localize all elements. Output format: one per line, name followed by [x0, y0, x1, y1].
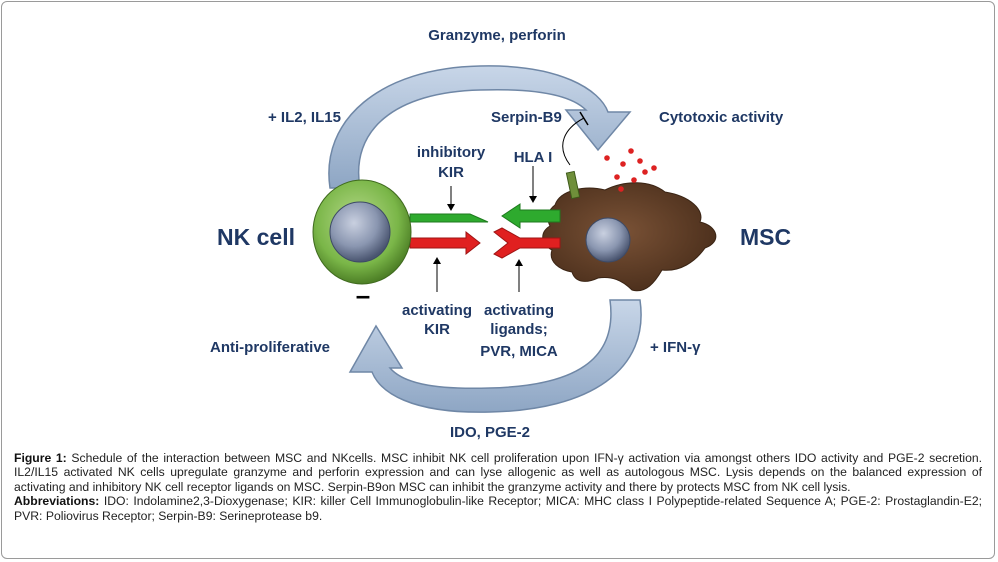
abbreviations-paragraph: Abbreviations: IDO: Indolamine2,3-Dioxyg… [14, 494, 982, 523]
nk-cell-label: NK cell [217, 224, 295, 250]
pointer-inhibitory-head [447, 204, 455, 211]
bottom-cycle-arrow [348, 299, 642, 413]
activating-ligands-label-3: PVR, MICA [480, 343, 558, 360]
ido-pge2-label: IDO, PGE-2 [450, 424, 530, 441]
figure-caption: Figure 1: Schedule of the interaction be… [14, 451, 982, 523]
ifn-gamma-label: + IFN-γ [650, 339, 701, 356]
interaction-diagram: NK cell MSC Granzyme, perforin + IL2, IL… [210, 27, 791, 441]
serpin-inhibition-line [562, 117, 585, 166]
minus-sign: – [356, 280, 370, 310]
inhibitory-kir-label-1: inhibitory [417, 144, 486, 161]
inhibitory-kir-label-2: KIR [438, 164, 464, 181]
hla-ligand [501, 203, 561, 229]
serpin-b9-label: Serpin-B9 [491, 109, 562, 126]
granzyme-perforin-label: Granzyme, perforin [428, 27, 566, 44]
msc-nucleus [585, 217, 631, 263]
hla-i-label: HLA I [514, 149, 553, 166]
nk-nucleus [329, 201, 391, 263]
activating-ligands-label-2: ligands; [490, 321, 548, 338]
anti-proliferative-label: Anti-proliferative [210, 339, 330, 356]
abbreviations-text: IDO: Indolamine2,3-Dioxygenase; KIR: kil… [14, 494, 983, 523]
figure-text: Schedule of the interaction between MSC … [14, 451, 983, 494]
inhibitory-kir-receptor [409, 213, 489, 223]
figure-label: Figure 1: [14, 451, 67, 465]
il2-il15-label: + IL2, IL15 [268, 109, 341, 126]
pointer-activating-kir-head [433, 257, 441, 264]
abbreviations-label: Abbreviations: [14, 494, 100, 509]
msc-label: MSC [740, 224, 791, 250]
hla-stalk [565, 170, 581, 200]
cytotoxic-activity-label: Cytotoxic activity [659, 109, 784, 126]
pointer-ligands-head [515, 259, 523, 266]
caption-paragraph: Figure 1: Schedule of the interaction be… [14, 451, 982, 494]
pointer-hla-head [529, 196, 537, 203]
activating-ligand [493, 227, 561, 259]
serpin-inhibition-bar [579, 111, 589, 126]
activating-ligands-label-1: activating [484, 302, 554, 319]
granules [604, 148, 657, 192]
activating-kir-label-1: activating [402, 302, 472, 319]
activating-kir-receptor [409, 230, 481, 256]
top-cycle-arrow [328, 65, 632, 189]
activating-kir-label-2: KIR [424, 321, 450, 338]
